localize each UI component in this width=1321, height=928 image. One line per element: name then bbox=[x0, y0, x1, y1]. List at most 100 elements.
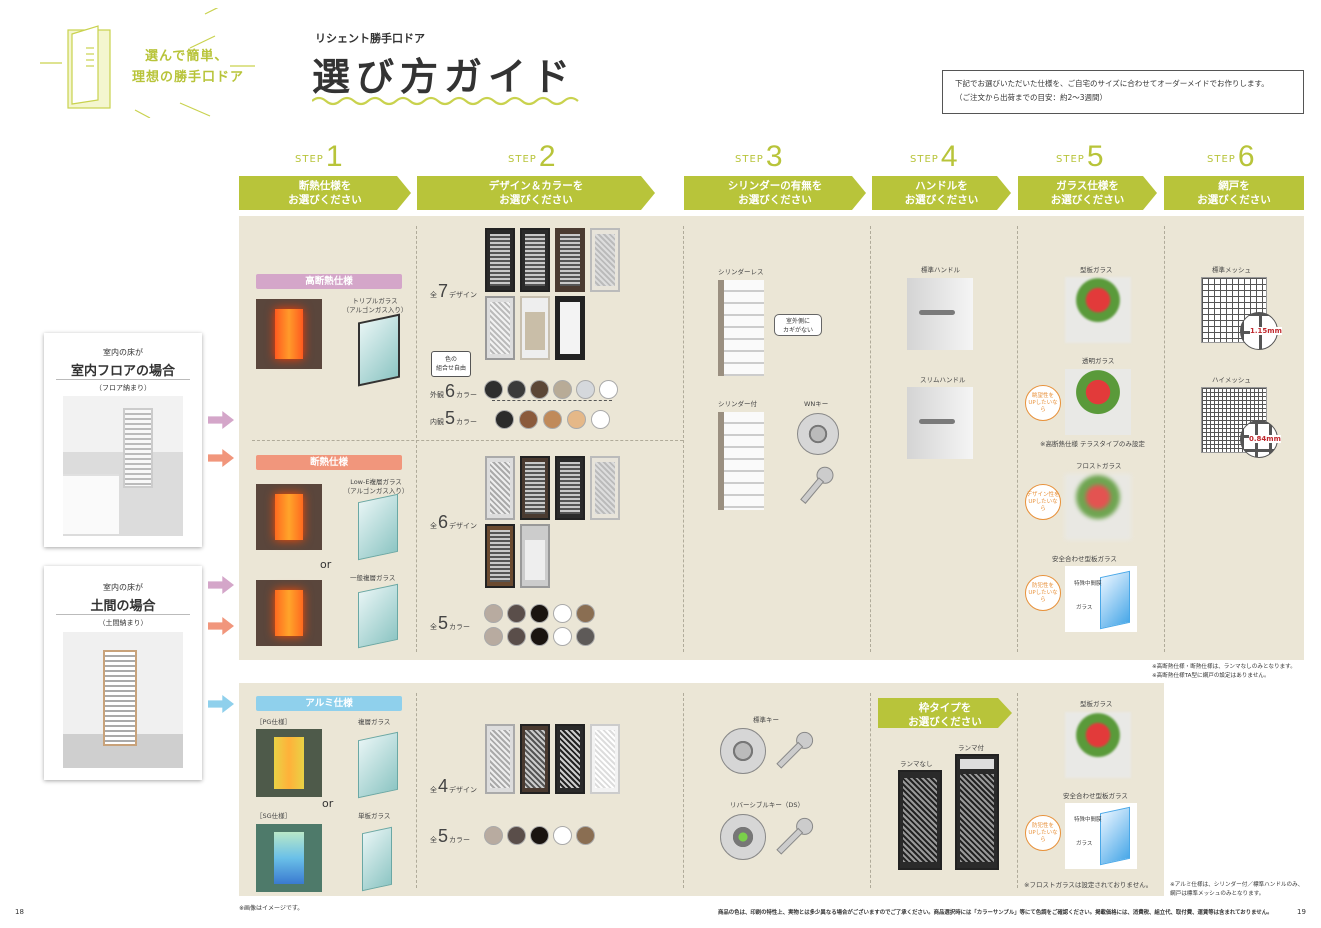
inner-color-3 bbox=[543, 410, 562, 429]
step-4-banner: ハンドルをお選びください bbox=[872, 176, 1011, 210]
std-key-label: 標準キー bbox=[753, 716, 779, 724]
ranma-note: ※高断熱仕様・断熱仕様は、ランマなしのみとなります。 ※高断熱仕様TA型に網戸の… bbox=[1152, 664, 1296, 679]
step-4-label: STEP4 bbox=[910, 140, 959, 173]
divider bbox=[1017, 693, 1018, 888]
safety-glass-callout: 防犯性を UPしたいなら bbox=[1025, 575, 1061, 611]
slogan-sunburst bbox=[40, 3, 260, 119]
std-color-1b bbox=[484, 627, 503, 646]
floor-doma-title: 土間の場合 bbox=[90, 599, 156, 614]
step-2-banner: デザイン＆カラーをお選びください bbox=[417, 176, 655, 210]
alu-design-count: 全4デザイン bbox=[430, 776, 478, 796]
design-door-3 bbox=[555, 228, 585, 292]
std-color-4a bbox=[553, 604, 572, 623]
outer-color-5 bbox=[576, 380, 595, 399]
std-color-5a bbox=[576, 604, 595, 623]
title-wave-decoration bbox=[312, 96, 579, 106]
alu-door-4 bbox=[590, 724, 620, 794]
design-door-2 bbox=[520, 228, 550, 292]
inner-color-5 bbox=[591, 410, 610, 429]
insulation-thermo-image-2 bbox=[256, 580, 322, 646]
safety-film-label: 特殊中間膜 bbox=[1074, 581, 1102, 587]
design-door-7 bbox=[555, 296, 585, 360]
plate-glass-image bbox=[1065, 277, 1131, 343]
aluminum-note: ※アルミ仕様は、シリンダー付／標準ハンドルのみ、 網戸は標準メッシュのみとなりま… bbox=[1170, 882, 1304, 897]
divider bbox=[683, 226, 684, 652]
triple-glass-image bbox=[358, 313, 400, 387]
outer-color-6 bbox=[599, 380, 618, 399]
image-note: ※画像はイメージです。 bbox=[239, 905, 304, 912]
design-door-4 bbox=[590, 228, 620, 292]
slogan-line-1: 選んで簡単、 bbox=[145, 49, 229, 64]
std-color-5b bbox=[576, 627, 595, 646]
alu-safety-glass-label: 安全合わせ型板ガラス bbox=[1063, 792, 1128, 800]
pg-glass-label: 複層ガラス bbox=[358, 718, 391, 726]
std-color-2a bbox=[507, 604, 526, 623]
alu-safety-film-label: 特殊中間膜 bbox=[1074, 817, 1102, 823]
alu-color-5 bbox=[576, 826, 595, 845]
floor-doma-card: 室内の床が 土間の場合 （土間納まり） bbox=[44, 566, 202, 780]
high-insulation-thermo-image bbox=[256, 299, 322, 369]
divider bbox=[416, 226, 417, 652]
outer-color-count: 外観6カラー bbox=[430, 381, 478, 401]
alu-door-2 bbox=[520, 724, 550, 794]
safety-glass-image bbox=[1100, 570, 1130, 630]
page-subtitle: リシェント勝手口ドア bbox=[315, 32, 425, 45]
ranma-door bbox=[955, 754, 999, 870]
std-color-count: 全5カラー bbox=[430, 613, 471, 633]
alu-plate-glass-label: 型板ガラス bbox=[1080, 700, 1113, 708]
floor-indoor-card: 室内の床が 室内フロアの場合 （フロア納まり） bbox=[44, 333, 202, 547]
std-color-2b bbox=[507, 627, 526, 646]
double-glass-image bbox=[358, 583, 398, 649]
step-5-label: STEP5 bbox=[1056, 140, 1105, 173]
no-ranma-label: ランマなし bbox=[900, 760, 933, 768]
ranma-label: ランマ付 bbox=[958, 744, 984, 752]
reversible-key-label: リバーシブルキー（DS） bbox=[730, 801, 805, 809]
std-door-2 bbox=[520, 456, 550, 520]
step-6-label: STEP6 bbox=[1207, 140, 1256, 173]
design-door-5 bbox=[485, 296, 515, 360]
page-title: 選び方ガイド bbox=[312, 55, 577, 99]
reversible-key-icon bbox=[776, 817, 814, 855]
alu-color-count: 全5カラー bbox=[430, 826, 471, 846]
step-3-label: STEP3 bbox=[735, 140, 784, 173]
floor-indoor-pre: 室内の床が bbox=[103, 348, 143, 357]
design-door-1 bbox=[485, 228, 515, 292]
order-notice-box: 下記でお選びいただいた仕様を、ご自宅のサイズに合わせてオーダーメイドでお作りしま… bbox=[942, 70, 1304, 114]
slogan-line-2: 理想の勝手口ドア bbox=[132, 70, 245, 85]
slim-handle-label: スリムハンドル bbox=[920, 376, 966, 384]
divider bbox=[870, 226, 871, 652]
std-handle-label: 標準ハンドル bbox=[921, 266, 960, 274]
step-3-banner: シリンダーの有無をお選びください bbox=[684, 176, 866, 210]
alu-color-2 bbox=[507, 826, 526, 845]
frost-glass-label: フロストガラス bbox=[1076, 462, 1122, 470]
clear-glass-callout: 眺望性を UPしたいなら bbox=[1025, 385, 1061, 421]
alu-safety-glass-callout: 防犯性を UPしたいなら bbox=[1025, 815, 1061, 851]
std-door-1 bbox=[485, 456, 515, 520]
std-color-3b bbox=[530, 627, 549, 646]
std-handle-image bbox=[907, 278, 973, 350]
cylinderless-image bbox=[718, 280, 764, 376]
divider bbox=[1017, 226, 1018, 652]
divider bbox=[252, 440, 683, 441]
plate-glass-label: 型板ガラス bbox=[1080, 266, 1113, 274]
outer-color-4 bbox=[553, 380, 572, 399]
footer-disclaimer: 商品の色は、印刷の特性上、実物とは多少異なる場合がございますのでご了承ください。… bbox=[718, 910, 1273, 916]
alu-safety-glass-image bbox=[1100, 806, 1130, 866]
arrow-std-to-doma bbox=[208, 617, 234, 635]
alu-door-3 bbox=[555, 724, 585, 794]
or-label: or bbox=[320, 558, 332, 571]
safety-glass-sub-label: ガラス bbox=[1076, 605, 1093, 611]
alu-or-label: or bbox=[322, 797, 334, 810]
divider bbox=[683, 693, 684, 888]
divider bbox=[492, 400, 612, 401]
clear-glass-note: ※高断熱仕様 テラスタイプのみ設定 bbox=[1040, 440, 1145, 448]
safety-glass-label: 安全合わせ型板ガラス bbox=[1052, 555, 1117, 563]
entrance-photo bbox=[63, 632, 183, 768]
std-door-4 bbox=[590, 456, 620, 520]
wn-key-label: WNキー bbox=[804, 400, 829, 408]
frost-glass-image bbox=[1065, 474, 1131, 540]
page-number-left: 18 bbox=[15, 908, 24, 916]
order-notice-line-1: 下記でお選びいただいた仕様を、ご自宅のサイズに合わせてオーダーメイドでお作りしま… bbox=[955, 79, 1269, 88]
wn-key-icon bbox=[800, 466, 834, 504]
cylinder-with-label: シリンダー付 bbox=[718, 400, 757, 408]
